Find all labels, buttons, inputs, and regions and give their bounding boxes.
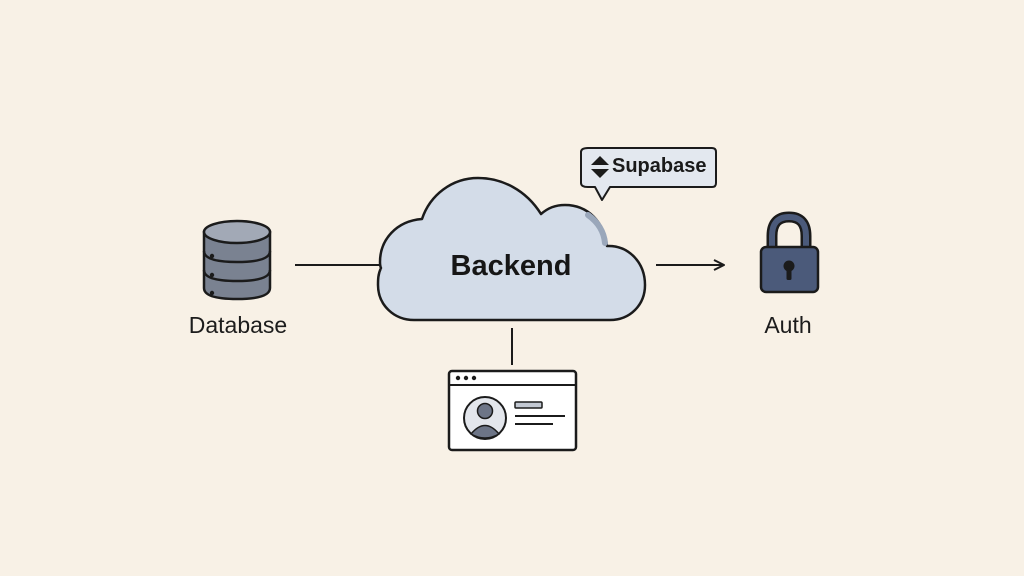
connector-backend-auth <box>656 259 725 271</box>
lock-icon <box>759 211 820 294</box>
user-avatar-icon <box>463 396 507 440</box>
database-label: Database <box>188 312 288 338</box>
supabase-tag-label: Supabase <box>612 155 707 177</box>
database-icon <box>202 219 272 301</box>
supabase-logo-icon <box>591 156 609 178</box>
auth-label: Auth <box>764 312 812 338</box>
arrowhead-icon <box>713 259 725 271</box>
browser-window-icon <box>447 369 578 452</box>
backend-label: Backend <box>450 250 572 282</box>
supabase-tag <box>580 147 717 201</box>
cloud-icon <box>376 176 647 322</box>
